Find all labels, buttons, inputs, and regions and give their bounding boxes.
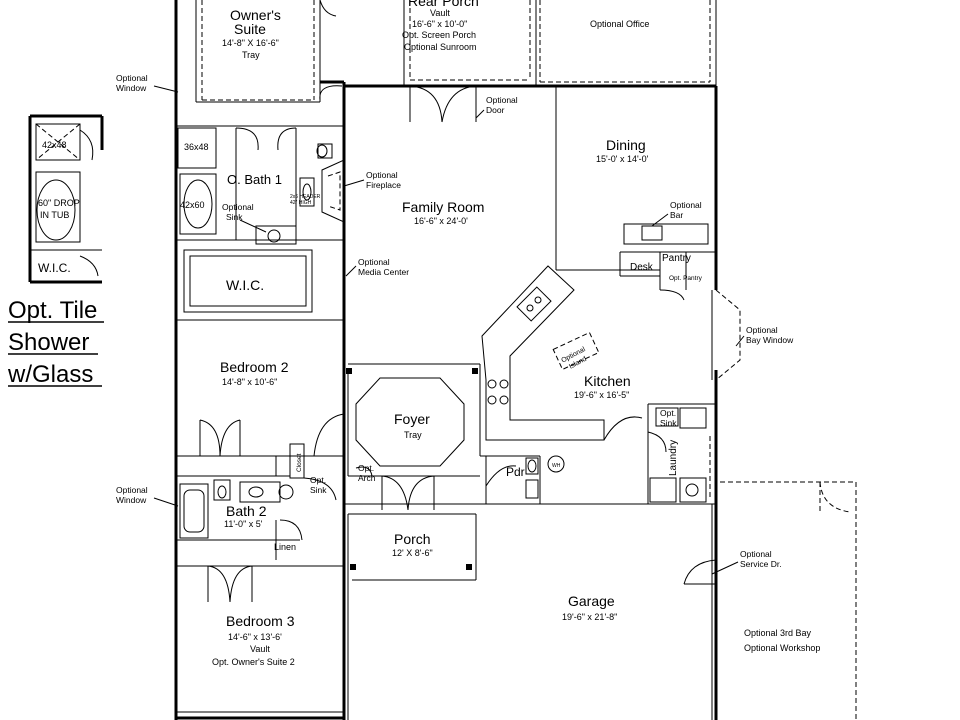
walk-in-closet	[176, 249, 344, 321]
opt-fireplace-1: Optional	[366, 170, 398, 180]
opt-fireplace-2: Fireplace	[366, 180, 401, 190]
opt-bay-2: Bay Window	[746, 335, 794, 345]
bedroom3-suite2: Opt. Owner's Suite 2	[212, 657, 295, 667]
bath2-dims: 11'-0" x 5'	[224, 519, 263, 529]
workshop-label: Optional Workshop	[744, 643, 820, 653]
optional-office-label: Optional Office	[590, 19, 649, 29]
porch-name: Porch	[394, 531, 431, 547]
opt-window-mid-2: Window	[116, 495, 147, 505]
rear-porch-vault: Vault	[430, 8, 450, 18]
tub-inset-label-1: 60" DROP	[38, 198, 80, 208]
header-note-1: 2x6 HEADER	[290, 194, 321, 200]
powder-room	[485, 455, 565, 499]
opt-sink-laundry-2: Sink	[660, 418, 677, 428]
owners-suite-name-2: Suite	[234, 21, 266, 37]
rear-porch-name: Rear Porch	[408, 0, 479, 9]
garage-dims: 19'-6" x 21'-8"	[562, 612, 617, 622]
wic-inset-label: W.I.C.	[38, 261, 71, 275]
linen-label: Linen	[274, 542, 296, 552]
opt-sink-laundry-1: Opt.	[660, 408, 676, 418]
family-room-dims: 16'-6" x 24'-0'	[414, 216, 468, 226]
family-room-name: Family Room	[402, 199, 484, 215]
desk-label: Desk	[630, 262, 654, 273]
opt-arch-1: Opt.	[358, 463, 374, 473]
bath2	[176, 477, 344, 567]
opt-sink-bath1-2: Sink	[226, 212, 243, 222]
side-caption: Opt. Tile Shower w/Glass	[7, 297, 104, 388]
suite-door-swing	[319, 85, 343, 101]
opt-service-2: Service Dr.	[740, 559, 782, 569]
foyer-tray	[346, 368, 478, 511]
rear-porch-dims: 16'-6" x 10'-0"	[412, 19, 467, 29]
garage-name: Garage	[568, 593, 615, 609]
bedroom3-doors	[207, 565, 253, 603]
bedroom3-name: Bedroom 3	[226, 613, 295, 629]
obath1-label: O. Bath 1	[227, 172, 282, 187]
side-caption-line-3: w/Glass	[7, 361, 93, 388]
owners-bath	[176, 125, 344, 245]
powder-label: Pdr	[506, 465, 525, 479]
opt-media-2: Media Center	[358, 267, 409, 277]
dining-dims: 15'-0' x 14'-0'	[596, 154, 649, 164]
opt-window-mid-1: Optional	[116, 485, 148, 495]
opt-bay-1: Optional	[746, 325, 778, 335]
opt-door-1: Optional	[486, 95, 518, 105]
rear-porch-sunroom: Optional Sunroom	[404, 42, 477, 52]
laundry	[647, 403, 716, 504]
foyer-note: Tray	[404, 430, 422, 440]
porch-dims: 12' X 8'-6"	[392, 548, 433, 558]
bedroom2-name: Bedroom 2	[220, 359, 289, 375]
opt-pantry-label: Opt. Pantry	[669, 275, 703, 282]
opt-sink-bath1-1: Optional	[222, 202, 254, 212]
opt-service-1: Optional	[740, 549, 772, 559]
rear-porch-screen: Opt. Screen Porch	[402, 30, 476, 40]
opt-sink-bath2-2: Sink	[310, 485, 327, 495]
bay-window	[711, 289, 741, 381]
owners-suite-note: Tray	[242, 50, 260, 60]
opt-bar-1: Optional	[670, 200, 702, 210]
opt-bar-2: Bar	[670, 210, 683, 220]
bath2-name: Bath 2	[226, 503, 267, 519]
opt-media-1: Optional	[358, 257, 390, 267]
foyer-name: Foyer	[394, 411, 430, 427]
third-bay	[720, 481, 857, 720]
pantry-label: Pantry	[662, 253, 691, 264]
tub-label: 42x60	[180, 200, 205, 210]
exterior-walls	[174, 0, 718, 720]
wic-label: W.I.C.	[226, 277, 264, 293]
side-caption-line-2: Shower	[8, 329, 89, 356]
third-bay-label: Optional 3rd Bay	[744, 628, 812, 638]
rear-porch-area	[201, 0, 717, 101]
bedroom2-dims: 14'-8" x 10'-6"	[222, 377, 277, 387]
owners-suite-dims: 14'-8" X 16'-6"	[222, 38, 279, 48]
interior-walls	[344, 86, 716, 505]
opt-sink-bath2-1: Opt.	[310, 475, 326, 485]
shower-inset-label: 42x48	[42, 140, 67, 150]
tile-shower-inset: 42x48 60" DROP IN TUB W.I.C.	[28, 114, 104, 284]
opt-door-2: Door	[486, 105, 505, 115]
bedroom3-vault: Vault	[250, 644, 270, 654]
fireplace	[321, 159, 345, 223]
opt-window-top-2: Window	[116, 83, 147, 93]
rear-french-doors	[409, 85, 477, 123]
owners-suite-name: Owner's	[230, 7, 281, 23]
shower-label: 36x48	[184, 142, 209, 152]
opt-window-top-1: Optional	[116, 73, 148, 83]
closet-label: Closet	[296, 453, 303, 472]
tub-inset-label-2: IN TUB	[40, 210, 69, 220]
garage	[683, 504, 717, 720]
kitchen-dims: 19'-6" x 16'-5"	[574, 390, 629, 400]
dining-name: Dining	[606, 137, 646, 153]
water-heater-label: WH	[552, 463, 561, 469]
kitchen-name: Kitchen	[584, 373, 631, 389]
kitchen-counters	[481, 223, 716, 441]
opt-arch-2: Arch	[358, 473, 376, 483]
laundry-label: Laundry	[668, 440, 679, 476]
header-note-2: 42" HIGH	[290, 200, 312, 206]
bedroom3-dims: 14'-6" x 13'-6'	[228, 632, 282, 642]
side-caption-line-1: Opt. Tile	[8, 297, 97, 324]
bedroom2-closet	[176, 413, 345, 479]
front-porch	[347, 513, 477, 720]
